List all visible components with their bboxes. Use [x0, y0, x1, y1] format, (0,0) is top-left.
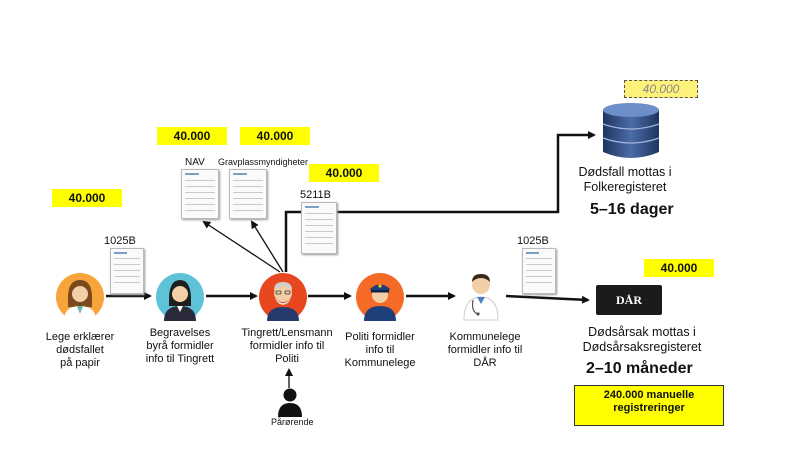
doctor-avatar-icon	[56, 273, 104, 321]
doc-label-1025b-left: 1025B	[104, 235, 136, 247]
amount-folkeregister: 40.000	[624, 80, 698, 98]
doc-label-1025b-right: 1025B	[517, 235, 549, 247]
lege-caption: Lege erklærer dødsfallet på papir	[45, 331, 115, 369]
folkeregister-text: Dødsfall mottas i Folkeregisteret	[578, 165, 672, 194]
begravelse-caption: Begravelses byrå formidler info til Ting…	[145, 327, 215, 365]
municipal-doctor-avatar-icon	[463, 274, 499, 321]
police-avatar-icon	[356, 273, 404, 321]
amount-nav: 40.000	[157, 127, 227, 145]
form-5211b-image	[301, 202, 337, 254]
doc-label-5211b: 5211B	[300, 189, 331, 201]
arrow-to-nav	[202, 220, 281, 273]
undertaker-avatar-icon	[156, 273, 204, 321]
dar-text: Dødsårsak mottas i Dødsårsaksregisteret	[582, 325, 702, 354]
form-1025b-right-image	[522, 248, 556, 294]
dar-logo: DÅR	[596, 285, 662, 315]
dar-time: 2–10 måneder	[586, 360, 693, 377]
nav-form-image	[181, 169, 219, 219]
judge-avatar-icon	[259, 273, 307, 321]
grav-form-image	[229, 169, 267, 219]
amount-lege: 40.000	[52, 189, 122, 207]
form-1025b-left-image	[110, 248, 144, 294]
nav-label: NAV	[185, 157, 205, 168]
folkeregister-time: 5–16 dager	[590, 201, 674, 218]
arrow-kommunelege-dar	[505, 294, 590, 304]
grav-label: Gravplassmyndigheter	[218, 157, 309, 167]
kommunelege-caption: Kommunelege formidler info til DÅR	[447, 331, 523, 369]
arrow-to-grav	[250, 220, 284, 273]
parorende-label: Pårørende	[271, 417, 314, 427]
database-icon	[602, 103, 660, 158]
manual-registrations-box: 240.000 manuelle registreringer	[574, 385, 724, 426]
politi-caption: Politi formidler info til Kommunelege	[344, 331, 416, 369]
amount-grav: 40.000	[240, 127, 310, 145]
arrow-tingrett-folkeregister	[284, 131, 596, 272]
relative-person-icon	[278, 388, 302, 417]
amount-tingrett: 40.000	[309, 164, 379, 182]
amount-dar: 40.000	[644, 259, 714, 277]
tingrett-caption: Tingrett/Lensmann formidler info til Pol…	[241, 327, 333, 365]
